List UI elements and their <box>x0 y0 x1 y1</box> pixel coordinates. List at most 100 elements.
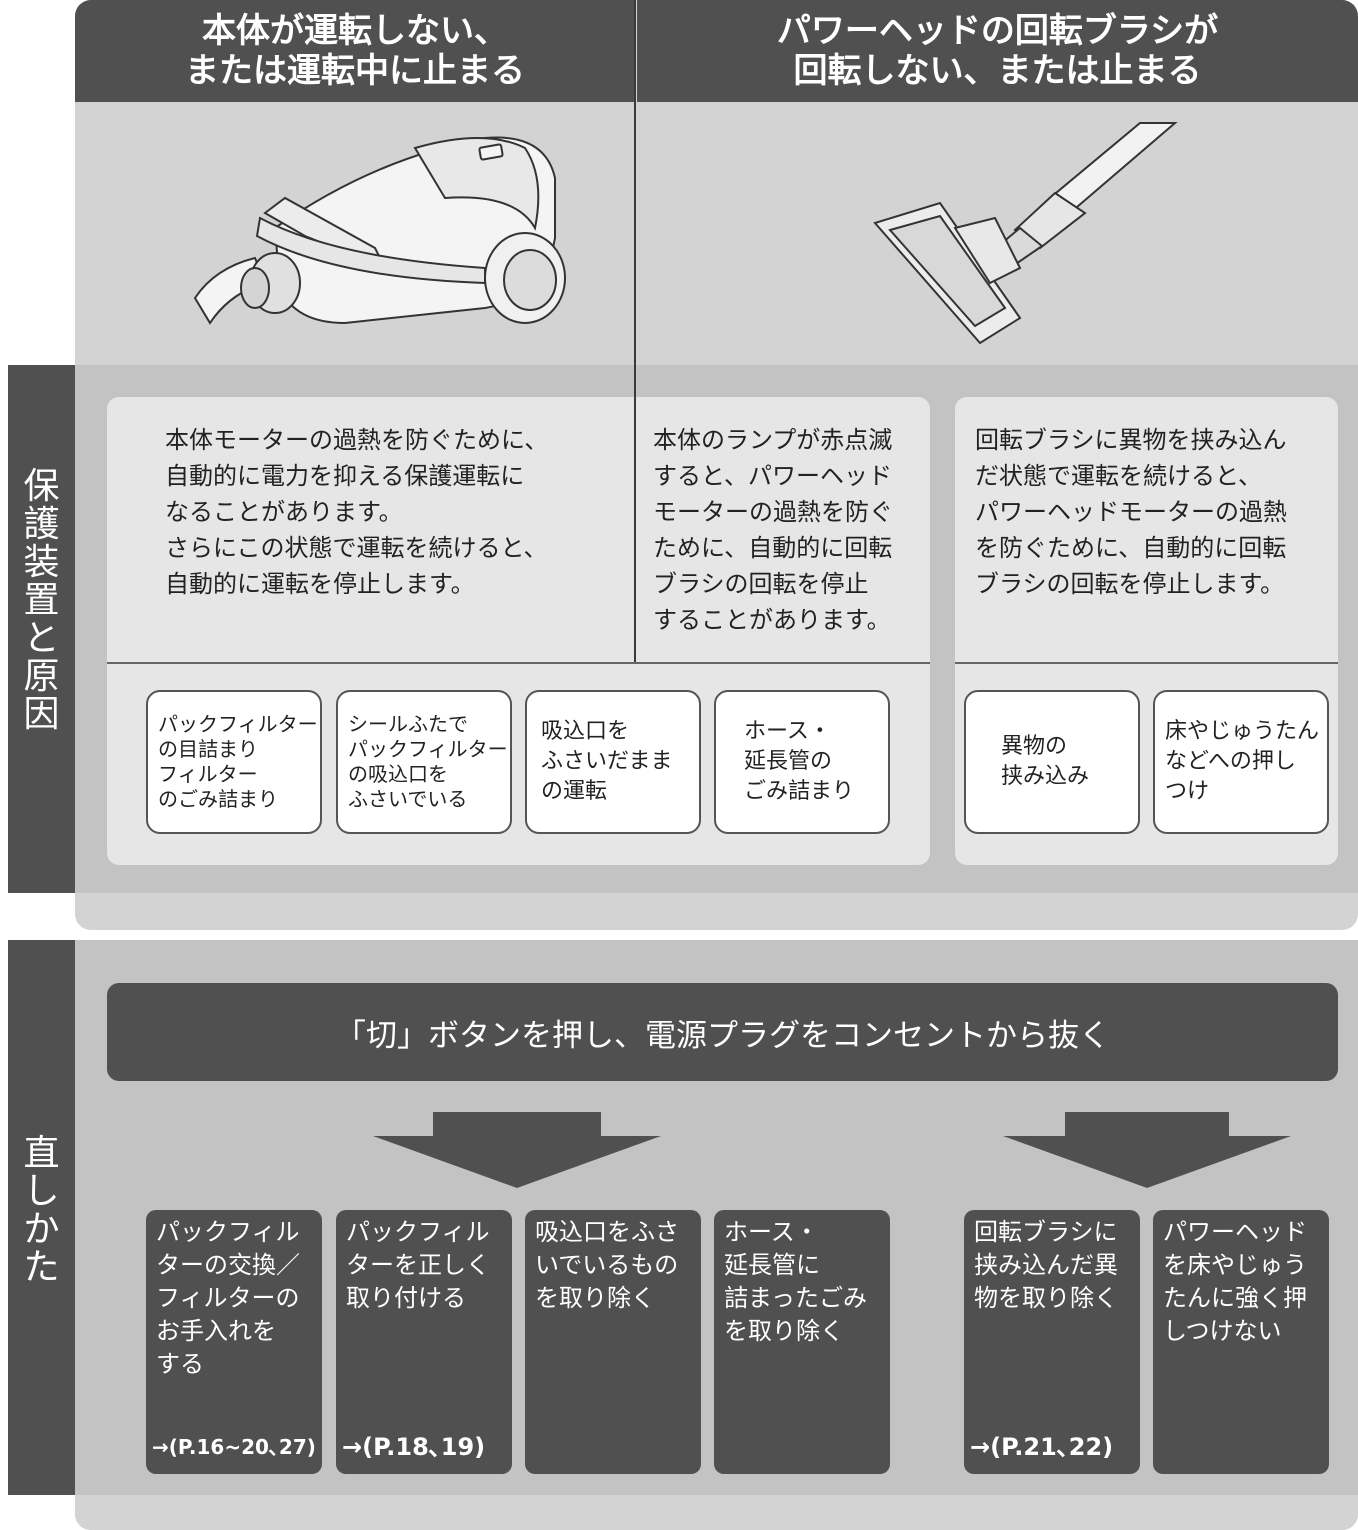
description-line: 回転ブラシに異物を挟み込ん <box>975 426 1287 454</box>
separator-head <box>955 662 1338 664</box>
cause-foreign-object: 異物の 挟み込み <box>964 690 1140 834</box>
cause-pack-filter-clog: パックフィルター の目詰まり フィルター のごみ詰まり <box>146 690 322 834</box>
side-label-fix-char: か <box>23 1209 60 1250</box>
page-reference: →(P.21､22) <box>970 1433 1114 1461</box>
cause-line: パックフィルター <box>158 712 318 736</box>
cause-line: 吸込口を <box>541 719 630 744</box>
fix-clear-hose: ホース・ 延長管に 詰まったごみ を取り除く <box>714 1210 890 1474</box>
fix-line: を床やじゅう <box>1163 1251 1307 1279</box>
fix-attach-filter: パックフィル ターを正しく 取り付ける →(P.18､19) <box>336 1210 512 1474</box>
separator-body <box>107 662 930 664</box>
fix-remove-foreign-object: 回転ブラシに 挟み込んだ異 物を取り除く →(P.21､22) <box>964 1210 1140 1474</box>
fix-line: 詰まったごみ <box>724 1284 868 1312</box>
fix-line: ターを正しく <box>346 1251 490 1279</box>
arrow-down-icon <box>1003 1112 1291 1188</box>
fix-line: たんに強く押 <box>1163 1284 1307 1312</box>
cause-line: ふさいだまま <box>541 749 673 774</box>
cause-line: 延長管の <box>744 749 833 774</box>
cause-line: フィルター <box>158 762 258 786</box>
description-line: なることがあります。 <box>165 498 403 526</box>
cause-line: シールふたで <box>348 712 468 736</box>
description-line: ために、自動的に回転 <box>653 534 893 562</box>
vacuum-body-illustration <box>193 136 566 325</box>
cause-line: ホース・ <box>744 719 831 744</box>
side-label-protection-char: 置 <box>23 580 60 621</box>
side-label-protection-char: 保 <box>23 466 60 507</box>
cause-line: ごみ詰まり <box>744 779 855 804</box>
cause-hose-clog: ホース・ 延長管の ごみ詰まり <box>714 690 890 834</box>
arrow-down-icon <box>373 1112 661 1188</box>
fix-line: 吸込口をふさ <box>535 1218 679 1246</box>
cause-line: パックフィルター <box>348 737 508 761</box>
header-right: パワーヘッドの回転ブラシが 回転しない、または止まる <box>637 0 1358 102</box>
cause-line: 床やじゅうたん <box>1165 719 1320 744</box>
cause-line: 挟み込み <box>1001 764 1090 789</box>
description-line: パワーヘッドモーターの過熱 <box>975 498 1287 526</box>
side-label-protection-char: 原 <box>23 656 60 697</box>
description-line: ブラシの回転を停止します。 <box>975 570 1285 598</box>
side-label-fix-char: 直 <box>23 1133 60 1174</box>
description-body-motor: 本体モーターの過熱を防ぐために、 自動的に電力を抑える保護運転に なることがあり… <box>165 422 548 602</box>
cause-pressing: 床やじゅうたん などへの押し つけ <box>1153 690 1329 834</box>
cause-line: 異物の <box>1001 734 1068 759</box>
fix-line: 延長管に <box>724 1251 820 1279</box>
page-reference: →(P.16~20､27) <box>152 1435 316 1459</box>
header-right-line-1: パワーヘッドの回転ブラシが <box>776 11 1219 51</box>
cause-seal-lid: シールふたで パックフィルター の吸込口を ふさいでいる <box>336 690 512 834</box>
fix-do-not-press: パワーヘッド を床やじゅう たんに強く押 しつけない <box>1153 1210 1329 1474</box>
description-line: さらにこの状態で運転を続けると、 <box>165 534 548 562</box>
fix-line: 取り付ける <box>346 1284 466 1312</box>
side-label-fix-char: し <box>23 1171 60 1212</box>
fix-line: 回転ブラシに <box>974 1218 1118 1246</box>
fix-line: パックフィル <box>156 1218 300 1246</box>
description-line: 自動的に電力を抑える保護運転に <box>165 462 525 490</box>
fix-line: を取り除く <box>724 1317 844 1345</box>
cause-line: ふさいでいる <box>348 787 468 811</box>
cause-line: の吸込口を <box>348 762 448 786</box>
description-line: することがあります。 <box>653 606 891 634</box>
cause-line: つけ <box>1165 779 1210 804</box>
fix-line: 挟み込んだ異 <box>974 1251 1118 1279</box>
cause-line: の目詰まり <box>158 737 258 761</box>
header-right-line-2: 回転しない、または止まる <box>793 51 1202 91</box>
description-line: 自動的に運転を停止します。 <box>165 570 475 598</box>
description-lamp-blink: 本体のランプが赤点滅 すると、パワーヘッド モーターの過熱を防ぐ ために、自動的… <box>653 422 893 638</box>
fix-line: お手入れを <box>156 1317 276 1345</box>
unplug-banner: 「切」ボタンを押し、電源プラグをコンセントから抜く <box>107 983 1338 1081</box>
description-line: ブラシの回転を停止 <box>653 570 869 598</box>
fix-line: ホース・ <box>724 1218 819 1246</box>
description-line: を防ぐために、自動的に回転 <box>975 534 1287 562</box>
description-line: すると、パワーヘッド <box>653 462 893 490</box>
description-line: 本体モーターの過熱を防ぐために、 <box>165 426 549 454</box>
fix-line: パックフィル <box>346 1218 490 1246</box>
side-label-protection-char: 護 <box>23 504 60 545</box>
fix-line: を取り除く <box>535 1284 655 1312</box>
side-label-protection-char: と <box>23 618 60 659</box>
cause-line: の運転 <box>541 779 608 804</box>
header-left-line-1: 本体が運転しない、 <box>202 11 508 51</box>
cause-line: のごみ詰まり <box>158 787 278 811</box>
header-left-line-2: または運転中に止まる <box>185 51 525 91</box>
fix-line: 物を取り除く <box>974 1284 1118 1312</box>
page-reference: →(P.18､19) <box>342 1433 486 1461</box>
description-line: だ状態で運転を続けると、 <box>975 462 1263 490</box>
cause-line: などへの押し <box>1165 749 1296 774</box>
side-label-protection-char: 装 <box>23 542 60 583</box>
lower-panel-footer <box>75 1495 1358 1530</box>
fix-line: する <box>156 1350 204 1378</box>
fix-line: ターの交換／ <box>156 1251 300 1279</box>
side-label-protection: 保 護 装 置 と 原 因 <box>8 365 75 893</box>
fix-line: パワーヘッド <box>1163 1218 1307 1246</box>
fix-remove-blockage: 吸込口をふさ いでいるもの を取り除く <box>525 1210 701 1474</box>
fix-line: いでいるもの <box>535 1251 679 1279</box>
fix-line: しつけない <box>1163 1317 1282 1345</box>
column-divider-lower <box>634 397 636 662</box>
side-label-fix: 直 し か た <box>8 940 75 1495</box>
description-line: 本体のランプが赤点滅 <box>653 426 893 454</box>
description-line: モーターの過熱を防ぐ <box>653 498 893 526</box>
side-label-fix-char: た <box>23 1247 60 1288</box>
header-left: 本体が運転しない、 または運転中に止まる <box>75 0 635 102</box>
fix-replace-filter: パックフィル ターの交換／ フィルターの お手入れを する →(P.16~20､… <box>146 1210 322 1474</box>
side-label-protection-char: 因 <box>23 694 60 735</box>
cause-blocked-inlet: 吸込口を ふさいだまま の運転 <box>525 690 701 834</box>
